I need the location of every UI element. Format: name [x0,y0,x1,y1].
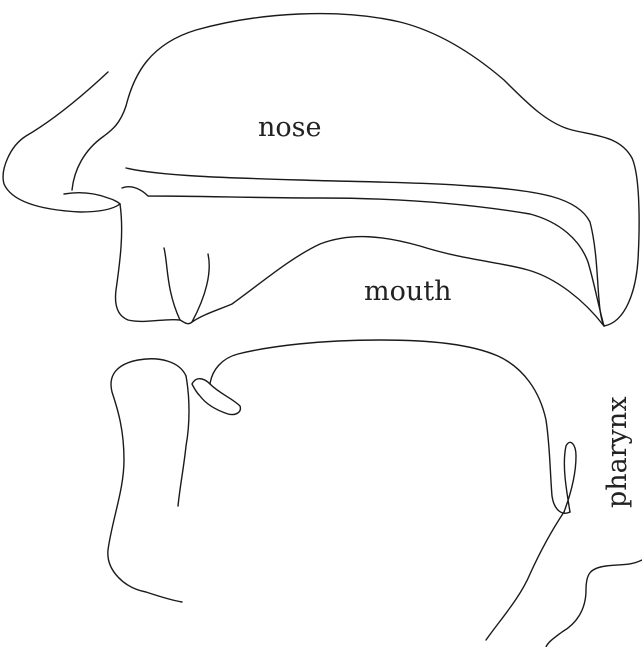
lip-crease [164,248,180,320]
mouth-label: mouth [364,276,452,307]
nostril-outline [64,106,126,204]
epiglottis-outline [564,442,576,512]
tongue-tip-outline [192,379,240,415]
tongue-surface-outline [210,340,570,513]
pharynx-back-wall [486,512,564,640]
nose-outline [3,72,120,212]
upper-lip-outline [116,204,605,326]
nose-label: nose [258,112,321,143]
pharynx-label: pharynx [602,396,633,508]
palate-line [122,187,604,326]
larynx-outline [546,560,642,647]
lip-crease-2 [192,254,209,322]
lower-lip-outline [108,359,186,602]
lower-lip-inner [178,376,189,506]
